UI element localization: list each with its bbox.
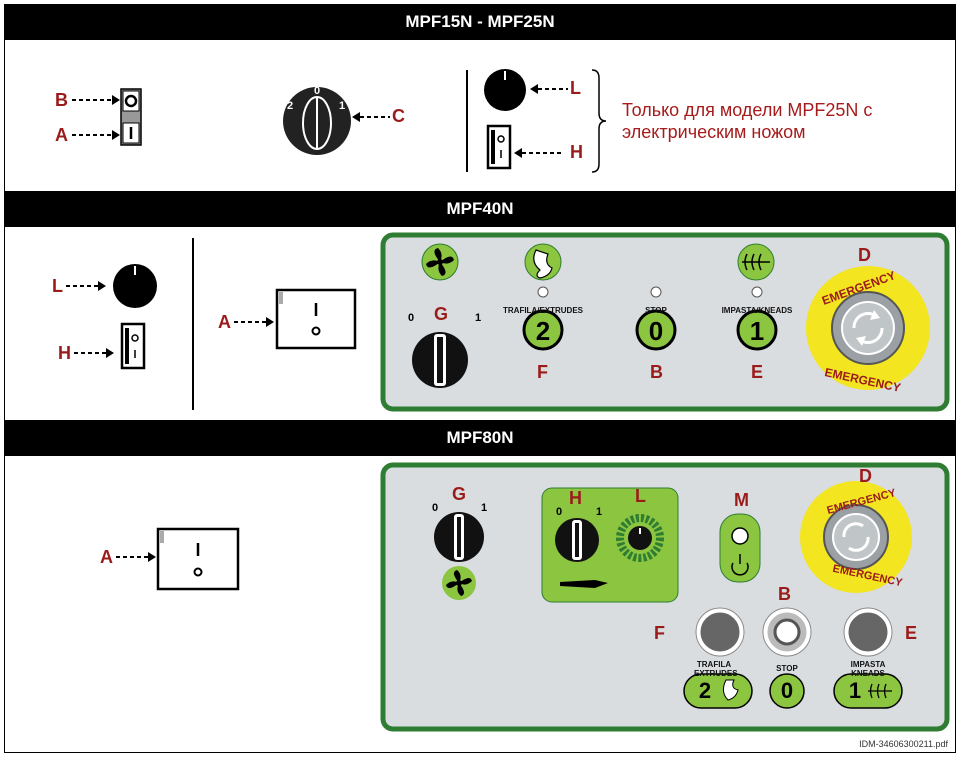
model-note: Только для модели MPF25N с электрическим… <box>622 100 873 142</box>
button-1-s3[interactable]: 1 <box>848 678 862 703</box>
g-pos-1: 1 <box>475 312 482 324</box>
dial-0: 0 <box>314 85 321 97</box>
label-a-s2: A <box>218 312 231 332</box>
trafila-label: TRAFILA/EXTRUDES <box>503 306 583 315</box>
bracket <box>591 69 607 173</box>
arrow-l-s2 <box>66 281 106 291</box>
button-2[interactable]: 2 <box>535 316 551 346</box>
arrows-ab <box>72 95 120 140</box>
rocker-switch-icon <box>120 88 142 146</box>
g-pos-0-s3: 0 <box>432 502 439 514</box>
arrow-a-s2 <box>234 317 274 327</box>
arrow-a-s3 <box>116 552 156 562</box>
switch-h-icon <box>486 124 512 170</box>
arrow-h-s2 <box>74 348 114 358</box>
button-2-s3[interactable]: 2 <box>698 678 712 703</box>
button-0-s3[interactable]: 0 <box>780 678 794 703</box>
label-g-s2: G <box>434 304 449 324</box>
label-e-s2: E <box>751 362 764 382</box>
label-a-s3: A <box>100 547 113 567</box>
control-panel-mpf40 <box>380 232 950 412</box>
knob-icon-s2 <box>113 264 157 308</box>
label-g-s3: G <box>452 484 467 504</box>
arrow-c <box>352 112 390 122</box>
label-d-s2: D <box>858 245 871 265</box>
arrow-l <box>530 84 568 94</box>
label-e-s3: E <box>905 623 918 643</box>
label-h: H <box>570 142 583 162</box>
section-header-mpf40: MPF40N <box>4 191 956 227</box>
impasta-label-2: KNEADS <box>851 669 885 678</box>
main-switch-icon-s3 <box>156 527 240 591</box>
label-h-s2: H <box>58 343 71 363</box>
label-h-s3: H <box>569 488 582 508</box>
knob-icon <box>484 69 526 111</box>
label-l-s2: L <box>52 276 63 296</box>
file-reference: IDM-34606300211.pdf <box>859 739 948 749</box>
label-l: L <box>570 78 581 98</box>
g-pos-0: 0 <box>408 312 415 324</box>
impasta-label: IMPASTA/KNEADS <box>721 306 793 315</box>
label-a: A <box>55 125 68 145</box>
divider-s1 <box>466 70 468 172</box>
label-f-s2: F <box>537 362 548 382</box>
button-1[interactable]: 1 <box>749 316 765 346</box>
trafila-label-1: TRAFILA <box>696 660 732 669</box>
divider-s2 <box>192 238 194 410</box>
label-b-s2: B <box>650 362 663 382</box>
label-l-s3: L <box>635 486 646 506</box>
h-pos-1: 1 <box>596 506 603 518</box>
control-panel-mpf80 <box>380 462 950 732</box>
label-b-s3: B <box>778 584 791 604</box>
stop-label: STOP <box>645 306 667 315</box>
section-header-mpf80: MPF80N <box>4 420 956 456</box>
label-m-s3: M <box>734 490 749 510</box>
g-pos-1-s3: 1 <box>481 502 488 514</box>
label-f-s3: F <box>654 623 665 643</box>
impasta-label-1: IMPASTA <box>850 660 886 669</box>
selector-dial-icon <box>283 87 351 155</box>
main-switch-icon <box>275 288 357 350</box>
section-header-mpf15-25: MPF15N - MPF25N <box>4 4 956 40</box>
switch-h-icon-s2 <box>120 322 146 370</box>
h-pos-0: 0 <box>556 506 563 518</box>
trafila-label-2: EXTRUDES <box>694 669 738 678</box>
dial-1: 1 <box>339 100 346 112</box>
label-d-s3: D <box>859 466 872 486</box>
label-c: C <box>392 106 405 126</box>
button-0[interactable]: 0 <box>648 316 664 346</box>
label-b: B <box>55 90 68 110</box>
stop-label-s3: STOP <box>776 664 798 673</box>
dial-2: 2 <box>287 100 294 112</box>
arrow-h <box>514 148 562 158</box>
